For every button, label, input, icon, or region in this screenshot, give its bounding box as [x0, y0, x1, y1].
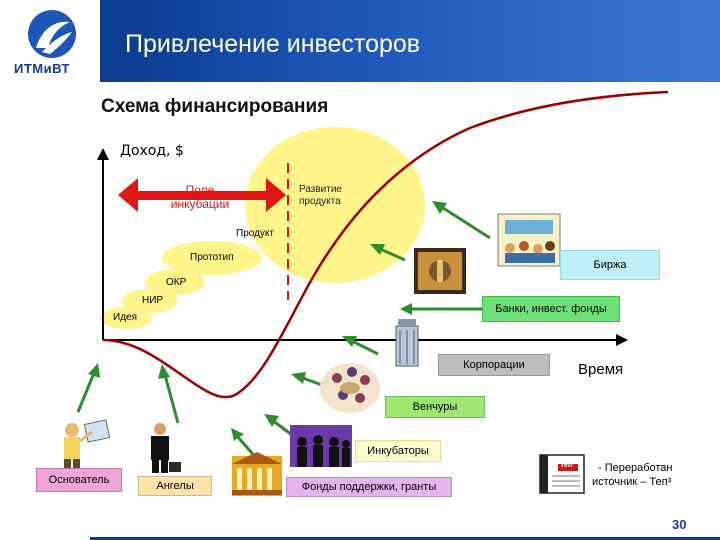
- stage-nir: НИР: [142, 295, 164, 306]
- header: ИТМиВТ Привлечение инвесторов: [0, 0, 720, 82]
- corporations-box: Корпорации: [438, 354, 550, 376]
- diagram-subtitle: Схема финансирования: [101, 96, 329, 117]
- growth-curve: [102, 90, 669, 399]
- funding-arrows: [76, 201, 491, 461]
- stage-okr: ОКР: [166, 277, 187, 288]
- exchange-box: Биржа: [560, 250, 660, 280]
- header-bar: [100, 0, 720, 82]
- inventor-clipart-icon: [64, 419, 111, 471]
- source-note-line1: - Переработан: [598, 462, 673, 474]
- stage-idea: Идея: [113, 312, 137, 323]
- banks-box: Банки, инвест. фонды: [482, 296, 620, 322]
- bank-building-clipart-icon: [232, 452, 282, 496]
- y-axis-label: Доход, $: [120, 143, 184, 159]
- footer-line: [90, 537, 720, 540]
- stage-product: Продукт: [236, 228, 274, 239]
- skyscraper-clipart-icon: [395, 319, 419, 367]
- businessman-clipart-icon: [151, 423, 181, 473]
- logo-text: ИТМиВТ: [14, 61, 70, 76]
- company-logo-icon: [28, 10, 76, 58]
- bank-vault-clipart-icon: [414, 248, 466, 294]
- page-number: 30: [672, 517, 687, 532]
- funds-box: Фонды поддержки, гранты: [286, 477, 452, 497]
- business-meeting-clipart-icon: [320, 363, 380, 413]
- incubation-arrow: [118, 178, 286, 212]
- angels-box: Ангелы: [138, 476, 212, 496]
- incubation-zone-label: Поле инкубации: [170, 183, 230, 211]
- page-title: Привлечение инвесторов: [125, 30, 421, 58]
- axes: [97, 148, 628, 346]
- ventures-box: Венчуры: [385, 396, 485, 418]
- stage-prototype: Прототип: [190, 252, 234, 263]
- source-note-line2: источник – Теп³: [592, 476, 672, 488]
- x-axis-label: Время: [578, 361, 624, 378]
- development-zone-label: Развитие продукта: [299, 184, 342, 207]
- x-axis-arrowhead: [616, 334, 628, 346]
- trading-floor-clipart-icon: [497, 213, 561, 267]
- incubators-box: Инкубаторы: [355, 440, 441, 462]
- book-clipart-icon: [539, 454, 585, 494]
- group-silhouette-clipart-icon: [290, 425, 352, 467]
- y-axis-arrowhead: [97, 148, 109, 160]
- source-note: - Переработан источник – Теп³: [592, 461, 673, 489]
- founder-box: Основатель: [36, 468, 122, 492]
- book-label: Теп³: [560, 462, 575, 469]
